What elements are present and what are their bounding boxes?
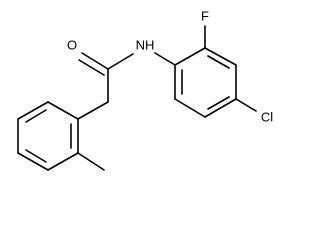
bond-ring1-inner-3 xyxy=(25,149,47,163)
bond-carbonyl-double-2 xyxy=(78,59,105,76)
bond-ring2-d xyxy=(204,98,237,118)
bond-ring1-b xyxy=(47,101,79,120)
bond-carbonyl-to-n xyxy=(107,53,134,70)
bond-ring2-b xyxy=(204,47,237,66)
bond-ring2-inner-2 xyxy=(207,96,230,110)
chlorine-label: Cl xyxy=(261,110,273,125)
bond-ring1-d xyxy=(47,152,79,171)
bond-ring1-inner-1 xyxy=(25,109,47,123)
bond-methyl xyxy=(77,152,105,171)
bond-ring1-a xyxy=(17,101,49,120)
bond-ring2-e xyxy=(174,98,206,118)
bond-n-to-ring xyxy=(154,52,176,66)
bond-ring-to-ch2 xyxy=(77,101,109,120)
nitrogen-label: NH xyxy=(136,38,155,53)
chlorofluorophenyl-ring xyxy=(174,47,237,118)
bond-ring-to-cl xyxy=(235,98,257,112)
bond-ring2-inner-1 xyxy=(207,55,230,69)
methylphenyl-ring xyxy=(17,101,79,171)
bond-carbonyl-double-1 xyxy=(81,52,109,70)
bond-ring1-e xyxy=(17,152,49,171)
oxygen-label: O xyxy=(67,38,77,53)
chemical-structure: O NH F Cl xyxy=(17,9,273,171)
bond-ring2-a xyxy=(174,47,206,66)
fluorine-label: F xyxy=(201,9,209,24)
